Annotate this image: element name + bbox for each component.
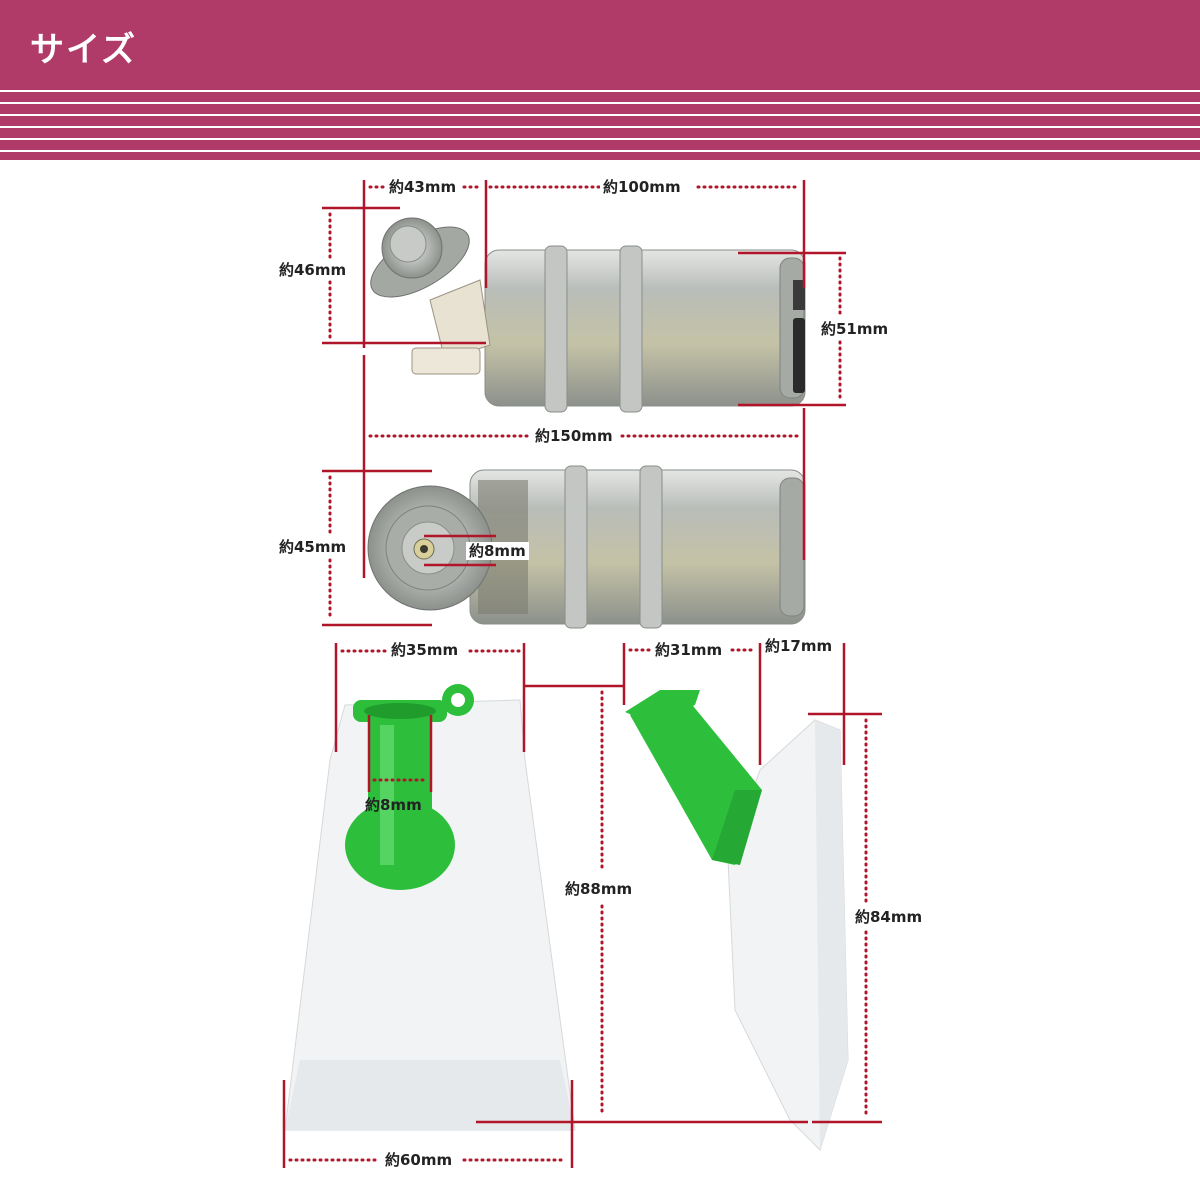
pump-side-view — [370, 217, 806, 413]
dimension-lines — [282, 180, 882, 1168]
dim-label-pump-body-length: 約100mm — [600, 178, 684, 196]
dim-label-pump-top-length: 約43mm — [386, 178, 460, 196]
header-stripe — [0, 150, 1200, 152]
header-stripe — [0, 126, 1200, 128]
header-stripe — [0, 102, 1200, 104]
header-stripe — [0, 138, 1200, 140]
dim-label-strainer-inlet-diameter: 約8mm — [365, 796, 422, 814]
dim-label-pump-top-height: 約46mm — [276, 261, 350, 279]
dim-label-pump-body-diameter: 約51mm — [818, 320, 892, 338]
page-header: サイズ — [0, 0, 1200, 160]
header-stripe — [0, 90, 1200, 92]
strainer-side-view — [625, 690, 849, 1151]
dim-label-pump-end-height: 約45mm — [276, 538, 350, 556]
dim-label-strainer-side-fitting-width: 約31mm — [652, 641, 726, 659]
dim-label-pump-total-length: 約150mm — [532, 427, 616, 445]
header-stripe — [0, 114, 1200, 116]
dim-label-strainer-bottom-width: 約60mm — [382, 1151, 456, 1169]
pump-end-view — [367, 465, 806, 629]
dim-label-pump-outlet-diameter: 約8mm — [466, 542, 529, 560]
dim-label-strainer-height: 約88mm — [562, 880, 636, 898]
dim-label-strainer-top-width: 約35mm — [388, 641, 462, 659]
header-title: サイズ — [30, 30, 137, 70]
dim-label-strainer-side-thickness: 約17mm — [762, 637, 836, 655]
strainer-front-view — [284, 684, 576, 1131]
dim-label-strainer-side-height: 約84mm — [852, 908, 926, 926]
